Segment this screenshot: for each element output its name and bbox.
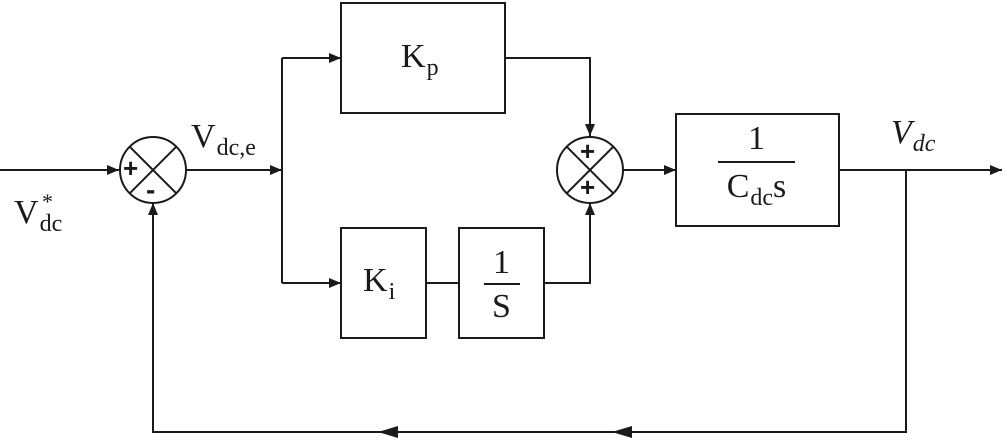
kp-block-subscript: p <box>426 55 439 81</box>
integrator-denominator: S <box>492 288 511 325</box>
plant-numerator: 1 <box>748 120 765 157</box>
error-label: Vdc,e <box>191 118 256 161</box>
error-label-subscript: dc,e <box>216 135 256 161</box>
input-label-superscript: * <box>42 189 53 214</box>
ki-block-subscript: i <box>388 279 396 305</box>
plant-denominator-subscript: dc <box>750 185 774 211</box>
kp-block-base: K <box>401 38 426 75</box>
feedback-arrow-1 <box>612 426 632 438</box>
input-label: Vdc <box>14 194 63 237</box>
summer-right-top-sign: + <box>580 136 596 166</box>
plant-denominator-var: s <box>773 168 787 205</box>
kp-output-line <box>505 57 595 136</box>
summing-junction-right-cross-b <box>565 145 615 195</box>
input-label-base: V <box>14 194 39 231</box>
plant-denominator: Cdcs <box>700 168 813 211</box>
plant-denominator-base: C <box>726 168 750 205</box>
kp-block-label: Kp <box>401 38 439 81</box>
integrator-output-line <box>544 203 595 284</box>
summer-right-bottom-sign: + <box>580 172 596 202</box>
ki-block-base: K <box>363 262 388 299</box>
summing-junction-left-cross-b <box>128 145 178 195</box>
output-label-subscript: dc <box>912 131 936 157</box>
feedback-path-line <box>148 170 907 433</box>
error-label-base: V <box>191 118 216 155</box>
summer-left-top-sign: + <box>123 153 139 183</box>
integrator-numerator: 1 <box>493 244 510 281</box>
ki-block-label: Ki <box>363 262 396 305</box>
output-label: Vdc <box>891 114 936 157</box>
summer-left-bottom-sign: - <box>146 174 156 205</box>
input-label-subscript: dc <box>39 211 63 237</box>
output-label-base: V <box>891 114 912 151</box>
feedback-arrow-2 <box>378 426 398 438</box>
